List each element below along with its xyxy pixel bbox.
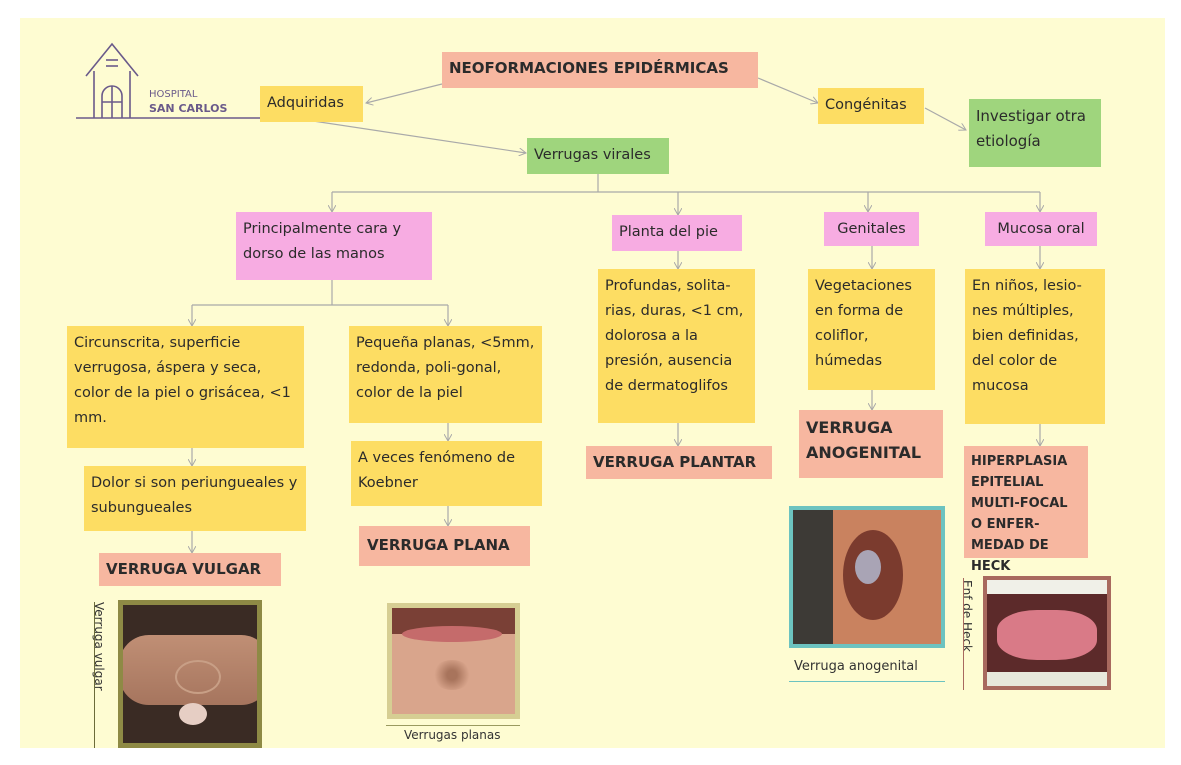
diagnosis-heck: HIPERPLASIA EPITELIAL MULTI-FOCAL O ENFE…: [964, 446, 1088, 558]
diagnosis-genital: VERRUGA ANOGENITAL: [799, 410, 943, 478]
wart-vulgar-photo: [118, 600, 262, 748]
diagnosis-vulgar: VERRUGA VULGAR: [99, 553, 281, 586]
heck-photo: [983, 576, 1111, 690]
root-node: NEOFORMACIONES EPIDÉRMICAS: [442, 52, 758, 88]
caption-genital: Verruga anogenital: [794, 659, 918, 674]
logo-line2: SAN CARLOS: [149, 102, 227, 115]
caption-flat: Verrugas planas: [404, 728, 500, 742]
logo-line1: HOSPITAL: [149, 89, 197, 100]
description-oral: En niños, lesio-nes múltiples, bien defi…: [965, 269, 1105, 424]
other-etiology-node: Investigar otra etiología: [969, 99, 1101, 167]
location-plantar: Planta del pie: [612, 215, 742, 251]
wart-flat-photo: [387, 603, 520, 719]
description-flat-koebner: A veces fenómeno de Koebner: [351, 441, 542, 506]
location-face-hands: Principalmente cara y dorso de las manos: [236, 212, 432, 280]
location-genital: Genitales: [824, 212, 919, 246]
diagnosis-flat: VERRUGA PLANA: [359, 526, 530, 566]
caption-heck-rule: [963, 578, 964, 690]
description-plantar: Profundas, solita-rias, duras, <1 cm, do…: [598, 269, 755, 423]
viral-warts-node: Verrugas virales: [527, 138, 669, 174]
caption-vulgar-rule: [94, 602, 95, 748]
description-genital: Vegetaciones en forma de coliflor, húmed…: [808, 269, 935, 390]
caption-flat-rule: [386, 725, 520, 726]
description-vulgar-pain: Dolor si son periungueales y subungueale…: [84, 466, 306, 531]
congenital-node: Congénitas: [818, 88, 924, 124]
caption-genital-rule: [789, 681, 945, 682]
acquired-node: Adquiridas: [260, 86, 363, 122]
location-oral: Mucosa oral: [985, 212, 1097, 246]
description-vulgar: Circunscrita, superficie verrugosa, áspe…: [67, 326, 304, 448]
description-flat: Pequeña planas, <5mm, redonda, poli-gona…: [349, 326, 542, 423]
diagnosis-plantar: VERRUGA PLANTAR: [586, 446, 772, 479]
wart-genital-photo: [789, 506, 945, 648]
